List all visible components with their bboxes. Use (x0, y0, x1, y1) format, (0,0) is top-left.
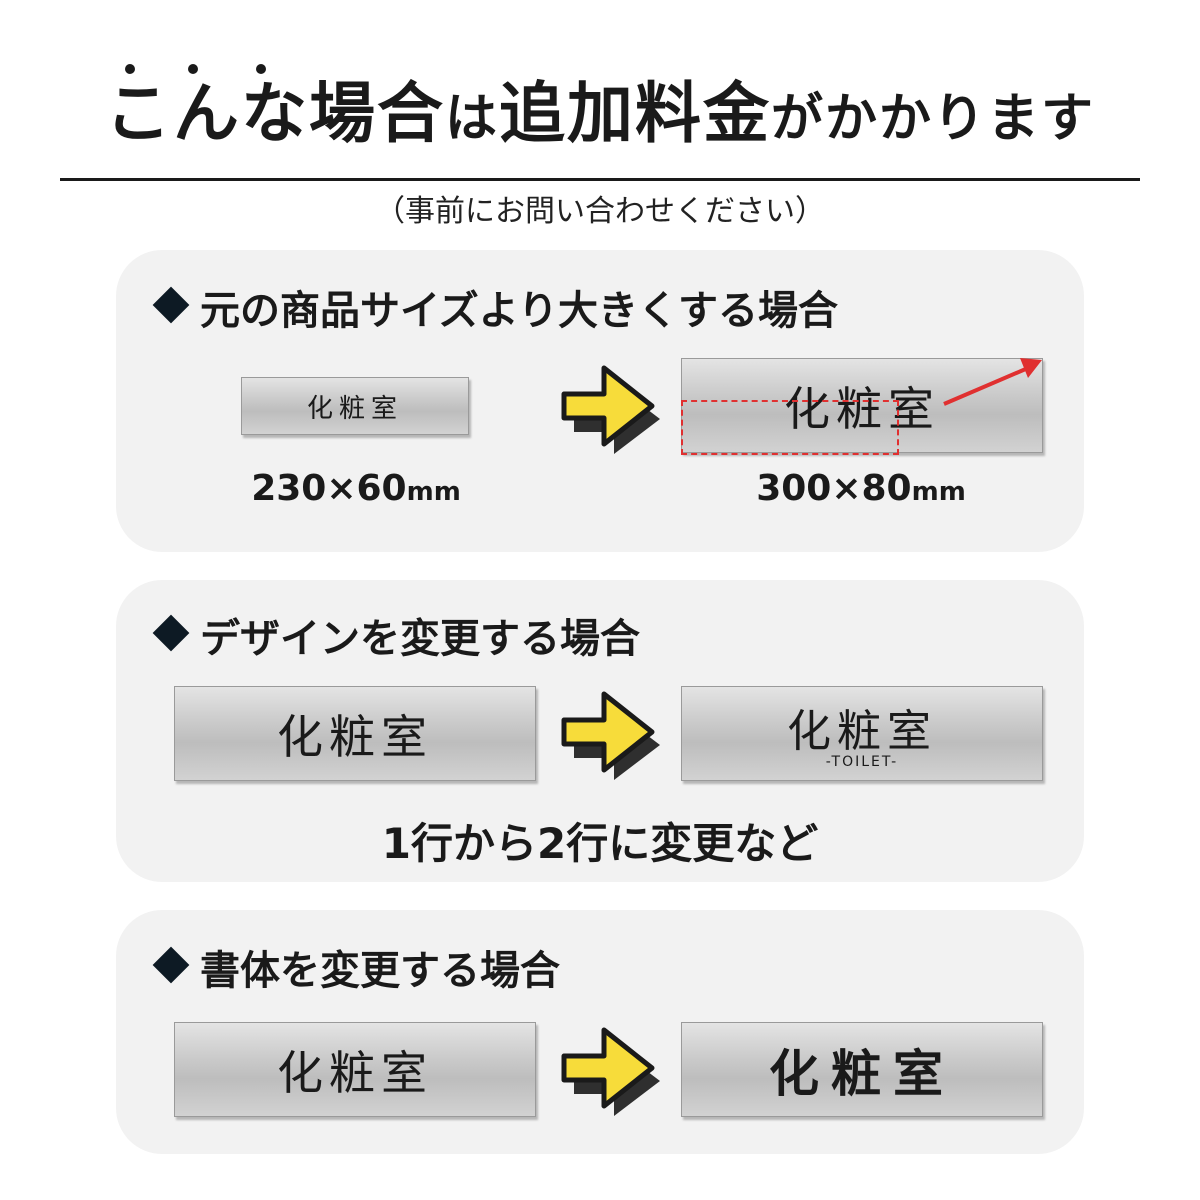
size-value: 230×60 (251, 468, 407, 509)
plate-after: 化粧室 -TOILET- (681, 686, 1043, 781)
arrow-right-icon (561, 1027, 660, 1116)
title-part-3: 追加料金 (499, 75, 771, 152)
size-unit: mm (406, 477, 461, 507)
plate-before: 化粧室 (174, 1022, 536, 1117)
section-heading-text: 書体を変更する場合 (200, 948, 560, 994)
plate-subtext: -TOILET- (825, 754, 899, 770)
diamond-icon (152, 614, 190, 652)
section-size-change: 元の商品サイズより大きくする場合 化粧室 230×60mm 化粧室 300×80… (116, 250, 1084, 552)
size-before: 230×60mm (226, 468, 486, 509)
section-heading-text: デザインを変更する場合 (200, 616, 640, 662)
inquiry-note: （事前にお問い合わせください） (375, 194, 825, 229)
section-heading-text: 元の商品サイズより大きくする場合 (200, 288, 838, 334)
arrow-right-icon (561, 365, 660, 454)
size-after: 300×80mm (731, 468, 991, 509)
plate-before: 化粧室 (241, 377, 469, 435)
section-design-change: デザインを変更する場合 化粧室 化粧室 -TOILET- 1行から2行に変更など (116, 580, 1084, 882)
title-part-1: こんな場合 (104, 75, 445, 152)
original-size-outline (681, 400, 899, 455)
size-value: 300×80 (756, 468, 912, 509)
plate-text: 化粧室 (277, 1045, 433, 1100)
plate-text: 化粧室 (769, 1043, 955, 1103)
title-part-2: は (444, 89, 499, 149)
title-part-4: がかかります (771, 89, 1096, 149)
arrow-right-icon (561, 691, 660, 780)
enlarge-arrow-icon (943, 358, 1042, 406)
plate-text: 化粧室 (306, 393, 403, 424)
section-caption: 1行から2行に変更など (381, 819, 819, 868)
section-heading: デザインを変更する場合 (152, 606, 640, 664)
diamond-icon (152, 286, 190, 324)
size-unit: mm (911, 477, 966, 507)
plate-before: 化粧室 (174, 686, 536, 781)
plate-text: 化粧室 (784, 381, 940, 436)
section-font-change: 書体を変更する場合 化粧室 化粧室 (116, 910, 1084, 1154)
diamond-icon (152, 946, 190, 984)
section-heading: 元の商品サイズより大きくする場合 (152, 278, 838, 336)
page-title: こんな場合は追加料金がかかります (0, 60, 1200, 156)
title-divider (60, 178, 1140, 181)
plate-text: 化粧室 (277, 709, 433, 764)
plate-after: 化粧室 (681, 1022, 1043, 1117)
plate-text: 化粧室 (787, 706, 937, 757)
section-heading: 書体を変更する場合 (152, 938, 560, 996)
